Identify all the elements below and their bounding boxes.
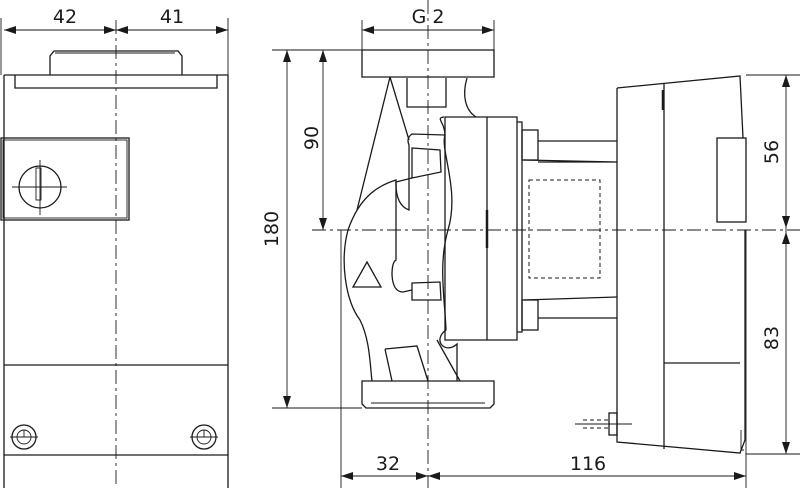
flow-direction-triangle bbox=[351, 260, 383, 288]
motor-housing bbox=[616, 75, 747, 454]
dim-label-42: 42 bbox=[53, 6, 77, 28]
dimension-arrows bbox=[4, 26, 228, 34]
control-box bbox=[0, 137, 130, 221]
dim-label-g2: G 2 bbox=[412, 6, 445, 28]
mounting-screw-right bbox=[190, 424, 218, 450]
cable-gland bbox=[575, 412, 632, 436]
pump-housing bbox=[343, 76, 518, 382]
control-box-inner bbox=[2, 139, 128, 219]
bottom-flange bbox=[361, 380, 495, 409]
dim-label-116: 116 bbox=[570, 453, 606, 475]
side-dimension-arrows bbox=[283, 26, 790, 480]
top-flange bbox=[361, 49, 495, 78]
dim-label-180: 180 bbox=[261, 211, 283, 247]
hidden-rotor-outline bbox=[528, 179, 601, 279]
dim-label-90: 90 bbox=[301, 126, 323, 150]
dim-label-32: 32 bbox=[376, 453, 400, 475]
pump-flange-plate bbox=[444, 116, 518, 341]
dim-label-41: 41 bbox=[160, 6, 184, 28]
dim-depth-lines bbox=[340, 230, 747, 488]
dim-motor-height-lines bbox=[746, 74, 800, 455]
display-window bbox=[716, 137, 747, 223]
stator-section bbox=[517, 121, 618, 333]
front-dimension-lines bbox=[0, 18, 229, 75]
front-housing-outline bbox=[3, 74, 229, 488]
dim-label-56: 56 bbox=[761, 140, 783, 164]
control-knob bbox=[12, 160, 67, 215]
dim-g2-lines bbox=[361, 20, 495, 50]
dim-label-83: 83 bbox=[761, 326, 783, 350]
mounting-screw-left bbox=[10, 424, 38, 450]
dim-height-lines bbox=[272, 49, 362, 409]
side-view: G 2 180 90 32 116 56 83 bbox=[261, 0, 800, 488]
front-view: 42 41 bbox=[0, 6, 229, 488]
